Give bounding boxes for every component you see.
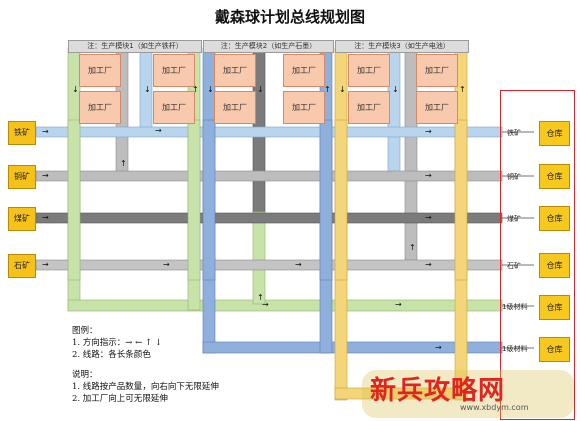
copper-mine: 铜矿 [8,165,36,189]
module1-header: 注：生产模块1（如生产铁杆） [68,40,202,53]
factory-box: 加工厂 [348,91,390,124]
notes-heading: 说明： [72,370,98,380]
coal-mine: 煤矿 [8,207,36,231]
arrow-down-icon: ↓ [339,85,346,94]
factory-box: 加工厂 [214,54,256,87]
legend-line: 2. 线路：各长条颜色 [72,350,151,360]
factory-box: 加工厂 [283,54,325,87]
arrow-right-icon: → [42,260,49,269]
coal-lane [35,212,503,224]
copper-lane [35,170,503,182]
lane-label: 铜矿 [507,173,521,181]
lane-label: 1级材料 [502,345,528,353]
lane-label: 铁矿 [507,129,521,137]
arrow-up-icon: ↑ [192,85,199,94]
arrow-down-icon: ↓ [257,85,264,94]
factory-box: 加工厂 [153,91,195,124]
arrow-right-icon: → [425,171,432,180]
arrow-up-icon: ↑ [120,159,127,168]
warehouse-box: 仓库 [539,206,570,231]
arrow-down-icon: ↓ [144,85,151,94]
watermark-url: www.xbdym.com [460,403,529,412]
factory-box: 加工厂 [416,54,458,87]
arrow-right-icon: → [425,213,432,222]
notes-line: 1. 线路按产品数量，向右向下无限延伸 [72,382,219,392]
arrow-right-icon: → [425,260,432,269]
factory-box: 加工厂 [79,91,121,124]
arrow-up-icon: ↑ [459,85,466,94]
module2-coal-return [252,211,266,305]
arrow-down-icon: ↓ [392,85,399,94]
arrow-down-icon: ↓ [72,85,79,94]
arrow-right-icon: → [42,171,49,180]
factory-box: 加工厂 [348,54,390,87]
warehouse-box: 仓库 [539,121,570,146]
factory-box: 加工厂 [79,54,121,87]
arrow-right-icon: → [155,126,162,135]
lane-label: 1级材料 [502,303,528,311]
page-title: 戴森球计划总线规划图 [214,8,365,26]
warehouse-box: 仓库 [539,164,570,189]
arrow-right-icon: → [163,260,170,269]
watermark-brand: 新兵攻略网 [370,376,506,406]
module3-header: 注：生产模块3（如生产电池） [335,40,469,53]
notes-line: 2. 加工厂向上可无限延伸 [72,394,168,404]
warehouse-box: 仓库 [539,295,570,320]
arrow-right-icon: → [395,300,402,309]
arrow-right-icon: → [295,260,302,269]
arrow-right-icon: → [262,300,269,309]
arrow-down-icon: ↓ [207,85,214,94]
factory-box: 加工厂 [153,54,195,87]
legend-line: 1. 方向指示：→ ← ↑ ↓ [72,338,162,348]
warehouse-box: 仓库 [539,253,570,278]
arrow-up-icon: ↑ [409,243,416,252]
warehouse-box: 仓库 [539,337,570,362]
lane-label: 石矿 [507,262,521,270]
iron-lane [35,126,503,138]
arrow-right-icon: → [42,213,49,222]
arrow-right-icon: → [42,127,49,136]
iron-mine: 铁矿 [8,121,36,145]
arrow-up-icon: ↑ [324,85,331,94]
module1-output-belt [67,299,503,312]
module2-header: 注：生产模块2（如生产石墨） [203,40,334,53]
legend-heading: 图例： [72,326,98,336]
arrow-right-icon: → [425,127,432,136]
factory-box: 加工厂 [283,91,325,124]
stone-lane [35,259,503,271]
stone-mine: 石矿 [8,254,36,278]
factory-box: 加工厂 [416,91,458,124]
warehouse-highlight-box [500,90,575,420]
factory-box: 加工厂 [214,91,256,124]
watermark-background [362,370,574,418]
module2-output-belt [202,341,503,354]
arrow-up-icon: ↑ [257,293,264,302]
lane-label: 煤矿 [507,215,521,223]
arrow-right-icon: → [435,343,442,352]
